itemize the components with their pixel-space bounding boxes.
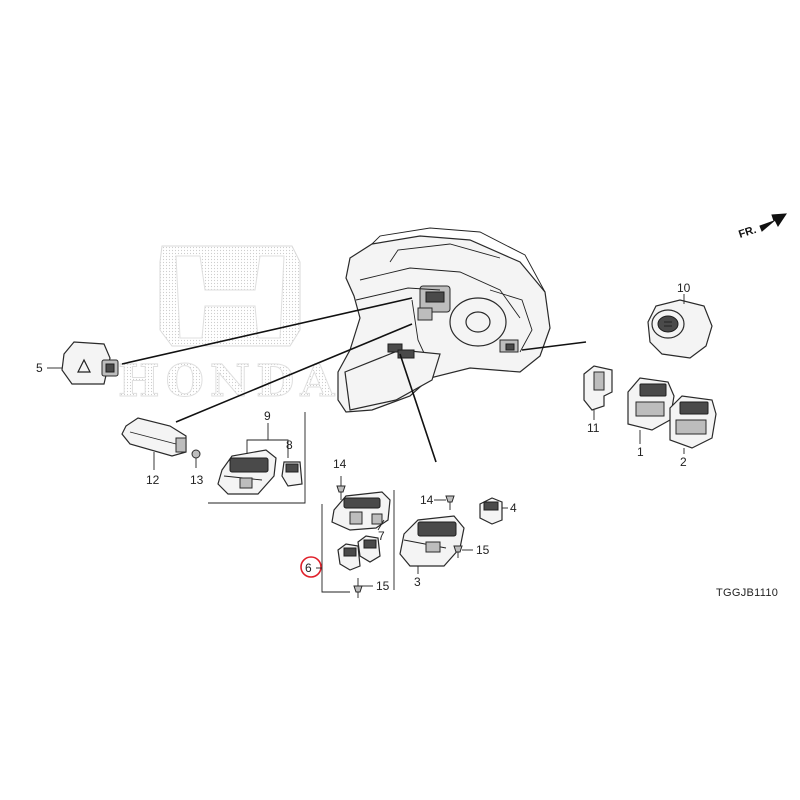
callout-12[interactable]: 12	[146, 473, 160, 487]
front-direction-label: FR.	[737, 224, 758, 241]
part-15-screw-bottom[interactable]	[353, 578, 363, 598]
part-9-switch-assembly[interactable]	[217, 449, 277, 495]
callout-9[interactable]: 9	[264, 409, 271, 423]
callout-6[interactable]: 6	[305, 561, 312, 575]
callout-8[interactable]: 8	[286, 438, 293, 452]
callout-13[interactable]: 13	[190, 473, 204, 487]
part-6-switch-pair[interactable]	[337, 535, 381, 571]
callout-15-bottom[interactable]: 15	[376, 579, 390, 593]
part-2-switch[interactable]	[669, 395, 717, 454]
part-15-screw-right[interactable]	[453, 545, 463, 558]
front-direction-indicator: FR.	[737, 213, 787, 241]
part-8-switch[interactable]	[281, 461, 303, 487]
part-12-switch-panel[interactable]	[121, 417, 187, 470]
part-10-start-switch[interactable]	[647, 294, 713, 359]
callout-11[interactable]: 11	[587, 421, 600, 435]
part-3-switch-assembly[interactable]	[399, 515, 465, 574]
callout-6-highlighted[interactable]: 6	[300, 556, 322, 578]
honda-watermark-text: HONDA	[118, 356, 340, 407]
leader-lines	[121, 297, 587, 463]
callout-2[interactable]: 2	[680, 455, 687, 469]
callout-14-top[interactable]: 14	[333, 457, 347, 471]
part-14-screw-right[interactable]	[445, 495, 455, 510]
diagram-code: TGGJB1110	[716, 587, 778, 599]
front-arrow-icon	[759, 213, 787, 232]
group-box-7-6	[321, 476, 395, 598]
part-5-hazard-switch[interactable]	[61, 341, 119, 385]
callout-14-right[interactable]: 14	[420, 493, 434, 507]
honda-watermark-logo: HONDA	[118, 245, 340, 408]
group-box-9-8	[208, 412, 306, 504]
callout-1[interactable]: 1	[637, 445, 644, 459]
callout-15-right[interactable]: 15	[476, 543, 490, 557]
dashboard-overview	[337, 227, 551, 413]
callout-labels: 5 9 8 12 13 14 7 6 15 14 4 15 3 10 11 1 …	[36, 281, 691, 593]
part-1-switch[interactable]	[627, 377, 675, 444]
callout-5[interactable]: 5	[36, 361, 43, 375]
hazard-triangle-icon	[77, 358, 91, 373]
callout-6-highlight-ring	[300, 556, 322, 578]
part-14-screw-top[interactable]	[336, 476, 346, 500]
callout-10[interactable]: 10	[677, 281, 691, 295]
part-7-switch-panel[interactable]	[331, 491, 391, 531]
callout-7[interactable]: 7	[378, 529, 385, 543]
callout-4[interactable]: 4	[510, 501, 517, 515]
part-11-bracket[interactable]	[583, 365, 613, 420]
part-13-screw[interactable]	[191, 449, 201, 468]
callout-3[interactable]: 3	[414, 575, 421, 589]
part-4-switch[interactable]	[479, 497, 503, 525]
